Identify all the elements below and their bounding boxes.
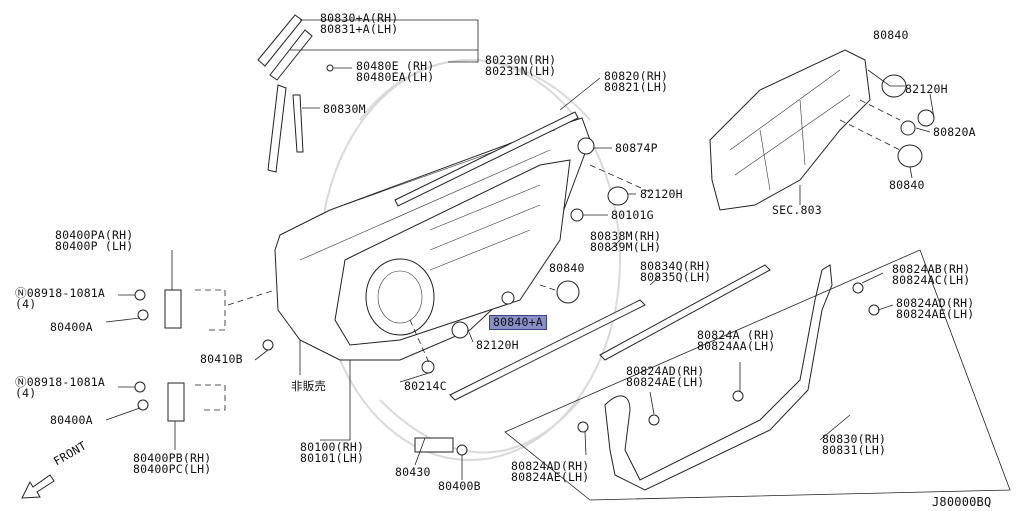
- label-80400A-a: 80400A: [50, 320, 93, 334]
- label-80830A: 80830+A(RH)80831+A(LH): [320, 11, 399, 36]
- hinges: [134, 289, 468, 456]
- label-not-for-sale: 非販売: [291, 379, 327, 393]
- label-80824AB: 80824AB(RH)80824AC(LH): [892, 262, 971, 287]
- label-80840-br: 80840: [889, 178, 925, 192]
- label-80840-tr: 80840: [873, 28, 909, 42]
- label-80820: 80820(RH)80821(LH): [604, 69, 669, 94]
- label-80824AD-r: 80824AD(RH)80824AE(LH): [896, 296, 975, 321]
- outer-seal: [504, 249, 1011, 501]
- label-82120H-b: 82120H: [476, 338, 519, 352]
- door-panel: [274, 111, 629, 374]
- door-module: [709, 49, 935, 211]
- label-80874P: 80874P: [615, 141, 658, 155]
- label-08918-a: Ⓝ08918-1081A(4): [15, 286, 106, 311]
- label-80100: 80100(RH)80101(LH): [300, 440, 365, 465]
- label-80410B: 80410B: [200, 352, 243, 366]
- label-80824AD-m: 80824AD(RH)80824AE(LH): [626, 364, 705, 389]
- label-80400B: 80400B: [438, 479, 481, 493]
- front-arrow: [21, 474, 55, 499]
- label-80840A-highlighted[interactable]: 80840+A: [489, 315, 547, 330]
- label-80214C: 80214C: [404, 379, 447, 393]
- label-80400A-b: 80400A: [50, 413, 93, 427]
- label-80824A: 80824A (RH)80824AA(LH): [697, 328, 776, 353]
- label-80824AD-l: 80824AD(RH)80824AE(LH): [511, 459, 590, 484]
- weatherstrips: [449, 264, 771, 401]
- label-08918-b: Ⓝ08918-1081A(4): [15, 375, 106, 400]
- label-80830M: 80830M: [323, 102, 366, 116]
- label-80430: 80430: [395, 465, 431, 479]
- label-80230N: 80230N(RH)80231N(LH): [485, 53, 557, 78]
- leader-lines: [105, 19, 935, 480]
- sash-frame-parts: [257, 14, 334, 173]
- label-sec803: SEC.803: [772, 203, 822, 217]
- diagram-code: J80000BQ: [932, 495, 992, 509]
- label-82120H-tr: 82120H: [905, 82, 948, 96]
- label-80101G: 80101G: [611, 208, 654, 222]
- label-80830: 80830(RH)80831(LH): [822, 432, 887, 457]
- label-80820A: 80820A: [933, 125, 976, 139]
- label-80840-mid: 80840: [549, 261, 585, 275]
- label-80400PA: 80400PA(RH)80400P (LH): [55, 228, 134, 253]
- label-80838M: 80838M(RH)80839M(LH): [590, 229, 662, 254]
- label-80400PB: 80400PB(RH)80400PC(LH): [133, 451, 212, 476]
- label-80834Q: 80834Q(RH)80835Q(LH): [640, 259, 712, 284]
- label-82120H-a: 82120H: [640, 187, 683, 201]
- label-80480E: 80480E (RH)80480EA(LH): [356, 59, 435, 84]
